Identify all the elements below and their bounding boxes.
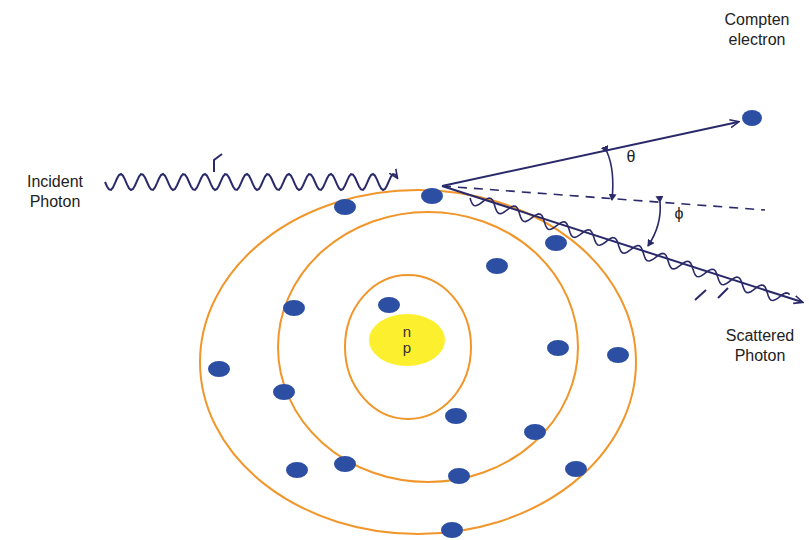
wave-tick (214, 154, 222, 172)
electron (441, 522, 463, 538)
orbit-rings (200, 190, 636, 534)
electron (445, 408, 467, 424)
target-electron (421, 188, 443, 204)
angle-symbol: θ (621, 147, 641, 167)
nucleus-text: n p (401, 324, 413, 356)
electron (273, 384, 295, 400)
angle-symbol: ϕ (669, 204, 689, 224)
electron (486, 258, 508, 274)
electron (565, 461, 587, 477)
electron (607, 347, 629, 363)
electron (448, 468, 470, 484)
electron (547, 340, 569, 356)
nucleus (369, 314, 445, 366)
electron-track (442, 122, 738, 186)
phi-arc (648, 202, 660, 246)
electron (334, 199, 356, 215)
electron (283, 300, 305, 316)
nucleus-label: n p (369, 314, 445, 366)
electron (286, 462, 308, 478)
electron-label: Compten electron (722, 10, 792, 50)
wave-tick (695, 288, 728, 300)
theta-arc (607, 152, 613, 200)
compton-electron (742, 110, 762, 126)
incident-wave (105, 174, 397, 190)
electron (524, 424, 546, 440)
scattered-label: Scattered Photon (720, 326, 800, 366)
incident-label: Incident Photon (15, 172, 95, 212)
electron (334, 456, 356, 472)
scattered-wave (470, 198, 790, 301)
electrons (208, 199, 629, 538)
electron (378, 297, 400, 313)
electron (208, 361, 230, 377)
electron (545, 235, 567, 251)
scattered-track (442, 186, 802, 302)
